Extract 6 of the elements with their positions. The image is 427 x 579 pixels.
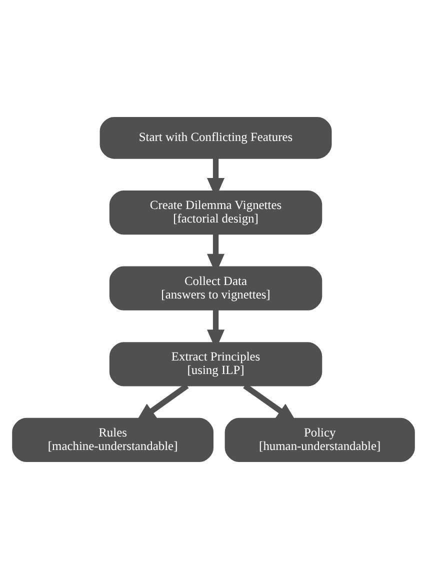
node-box: Rules [machine-understandable]	[12, 418, 214, 462]
node-box: Start with Conflicting Features	[100, 116, 332, 159]
node-box: Create Dilemma Vignettes [factorial design]	[109, 190, 322, 235]
node-box: Collect Data [answers to vignettes]	[109, 266, 322, 310]
node-box: Extract Principles [using ILP]	[109, 342, 322, 386]
node-box: Policy [human-understandable]	[224, 418, 415, 462]
